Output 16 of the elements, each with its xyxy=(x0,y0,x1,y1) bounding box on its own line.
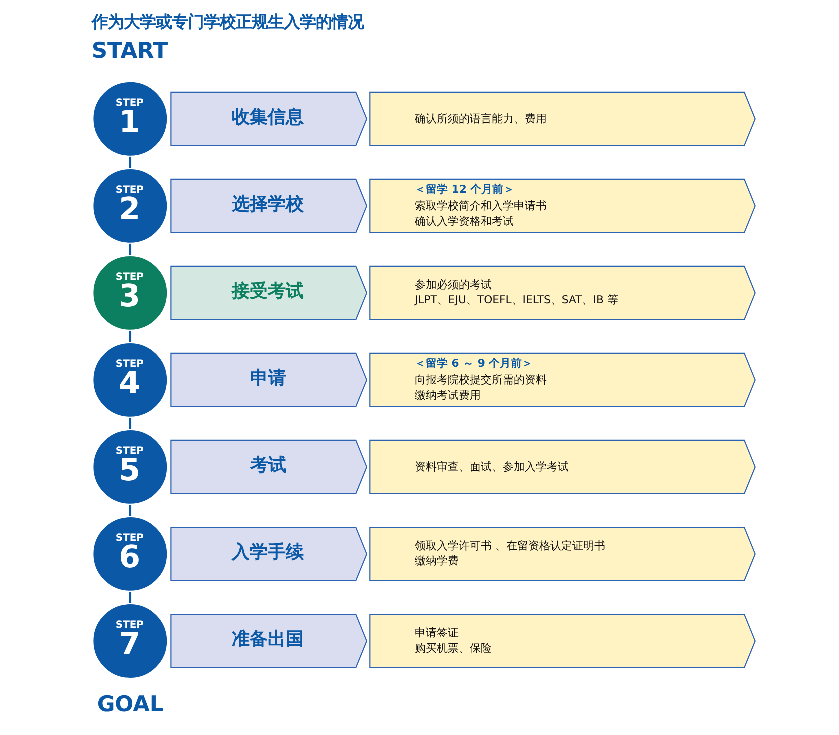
label: GOAL xyxy=(96,692,164,718)
connector xyxy=(128,418,132,430)
node-circle: STEP 7 xyxy=(91,602,168,680)
connector xyxy=(128,244,132,256)
node-circle: STEP 1 xyxy=(91,80,168,158)
node-circle: STEP 4 xyxy=(91,342,168,419)
connector xyxy=(128,156,132,168)
connector xyxy=(128,330,132,342)
node-circle: STEP 2 xyxy=(91,168,168,245)
node-circle: STEP 3 xyxy=(91,254,168,332)
node-circle: STEP 5 xyxy=(91,428,168,506)
label: START xyxy=(91,39,168,64)
node-circle: STEP 6 xyxy=(91,516,168,593)
connector xyxy=(128,504,132,516)
diagram-title: 作为大学或专门学校正规生入学的情况 xyxy=(91,12,364,32)
connector xyxy=(128,592,132,604)
